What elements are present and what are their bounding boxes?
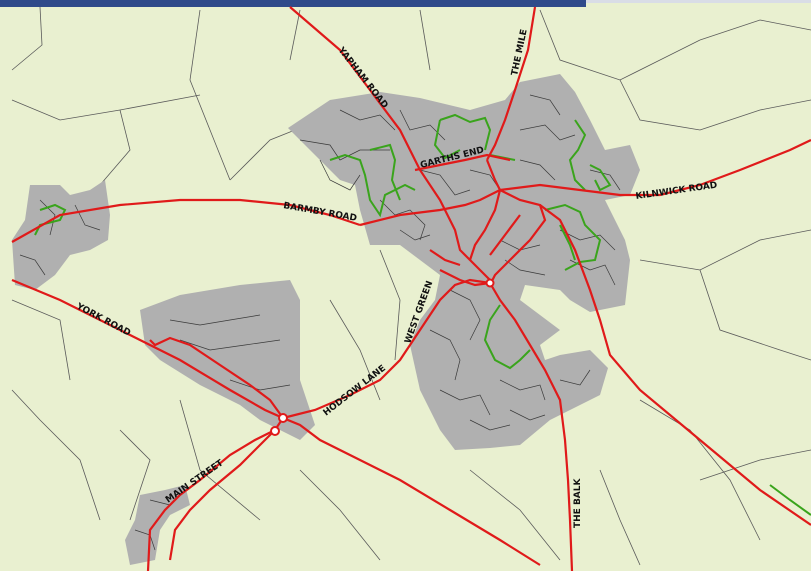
the-balk xyxy=(489,282,574,571)
main-roads xyxy=(11,6,811,571)
west-green xyxy=(282,278,491,420)
header-bar xyxy=(0,0,586,7)
label-the-balk: THE BALK xyxy=(573,477,583,528)
hodsow-lane xyxy=(282,416,541,566)
yapham-road xyxy=(289,6,491,281)
the-mile xyxy=(486,6,537,161)
header-bar-tail xyxy=(586,0,811,3)
barmby-road xyxy=(11,198,361,243)
york-road xyxy=(11,278,284,420)
map-background xyxy=(0,7,811,571)
kilnwick-road xyxy=(499,139,811,197)
garths-end xyxy=(414,153,511,172)
minor-roads xyxy=(19,94,621,551)
roundabouts xyxy=(270,278,495,436)
field-boundaries xyxy=(11,6,811,566)
